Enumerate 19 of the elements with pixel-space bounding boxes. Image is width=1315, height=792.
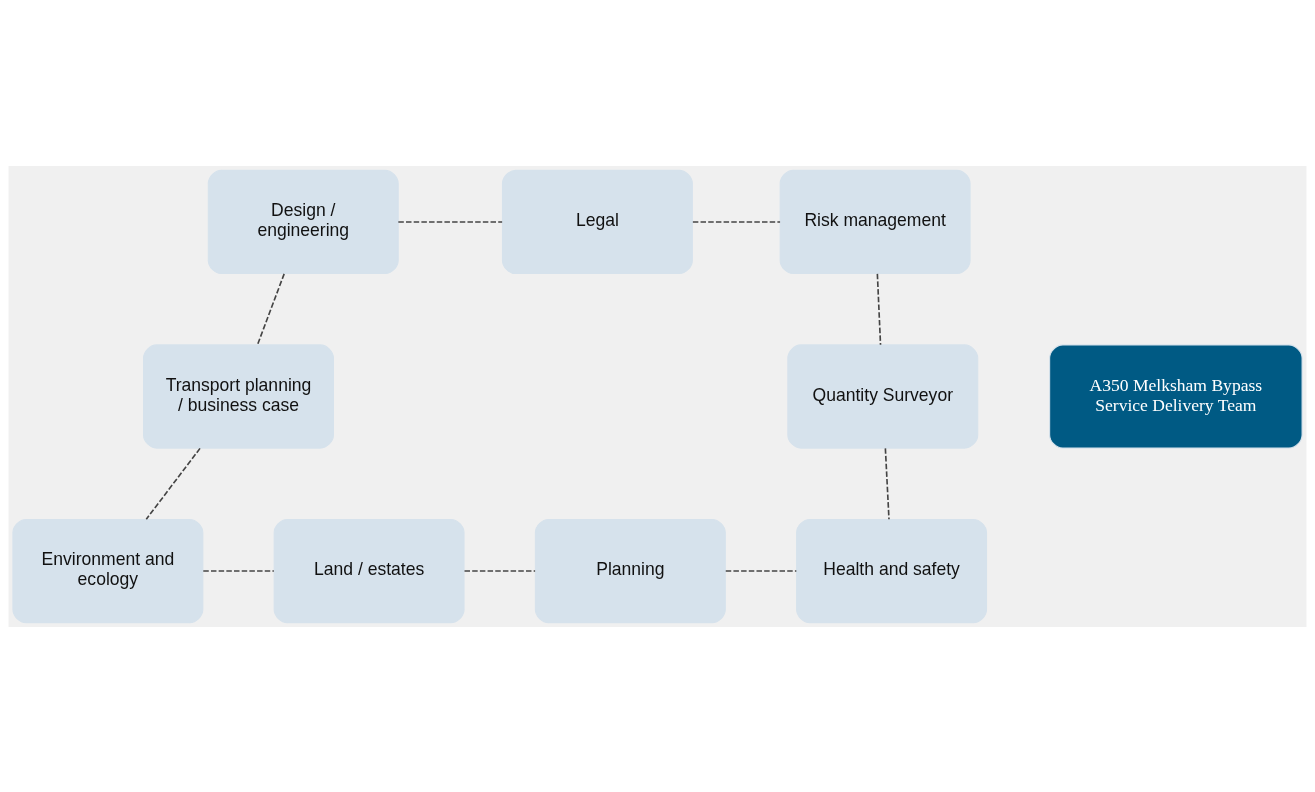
node-box: Risk management <box>779 169 971 274</box>
connector <box>202 569 275 572</box>
connector <box>145 447 201 520</box>
node-box: Environment and ecology <box>12 518 204 623</box>
node-box: Planning <box>534 518 726 623</box>
connector <box>876 272 882 345</box>
node-box: A350 Melksham Bypass Service Delivery Team <box>1049 343 1303 449</box>
node-box: Health and safety <box>796 518 988 623</box>
connector <box>397 220 503 223</box>
connector <box>256 272 285 345</box>
node-box: Design / engineering <box>207 169 399 274</box>
node-box: Quantity Surveyor <box>787 343 979 449</box>
connector <box>692 220 781 223</box>
node-box: Legal <box>501 169 693 274</box>
connector <box>724 569 798 572</box>
node-box: Land / estates <box>273 518 465 623</box>
connector <box>463 569 536 572</box>
connector <box>884 447 890 520</box>
node-box: Transport planning / business case <box>143 343 334 449</box>
